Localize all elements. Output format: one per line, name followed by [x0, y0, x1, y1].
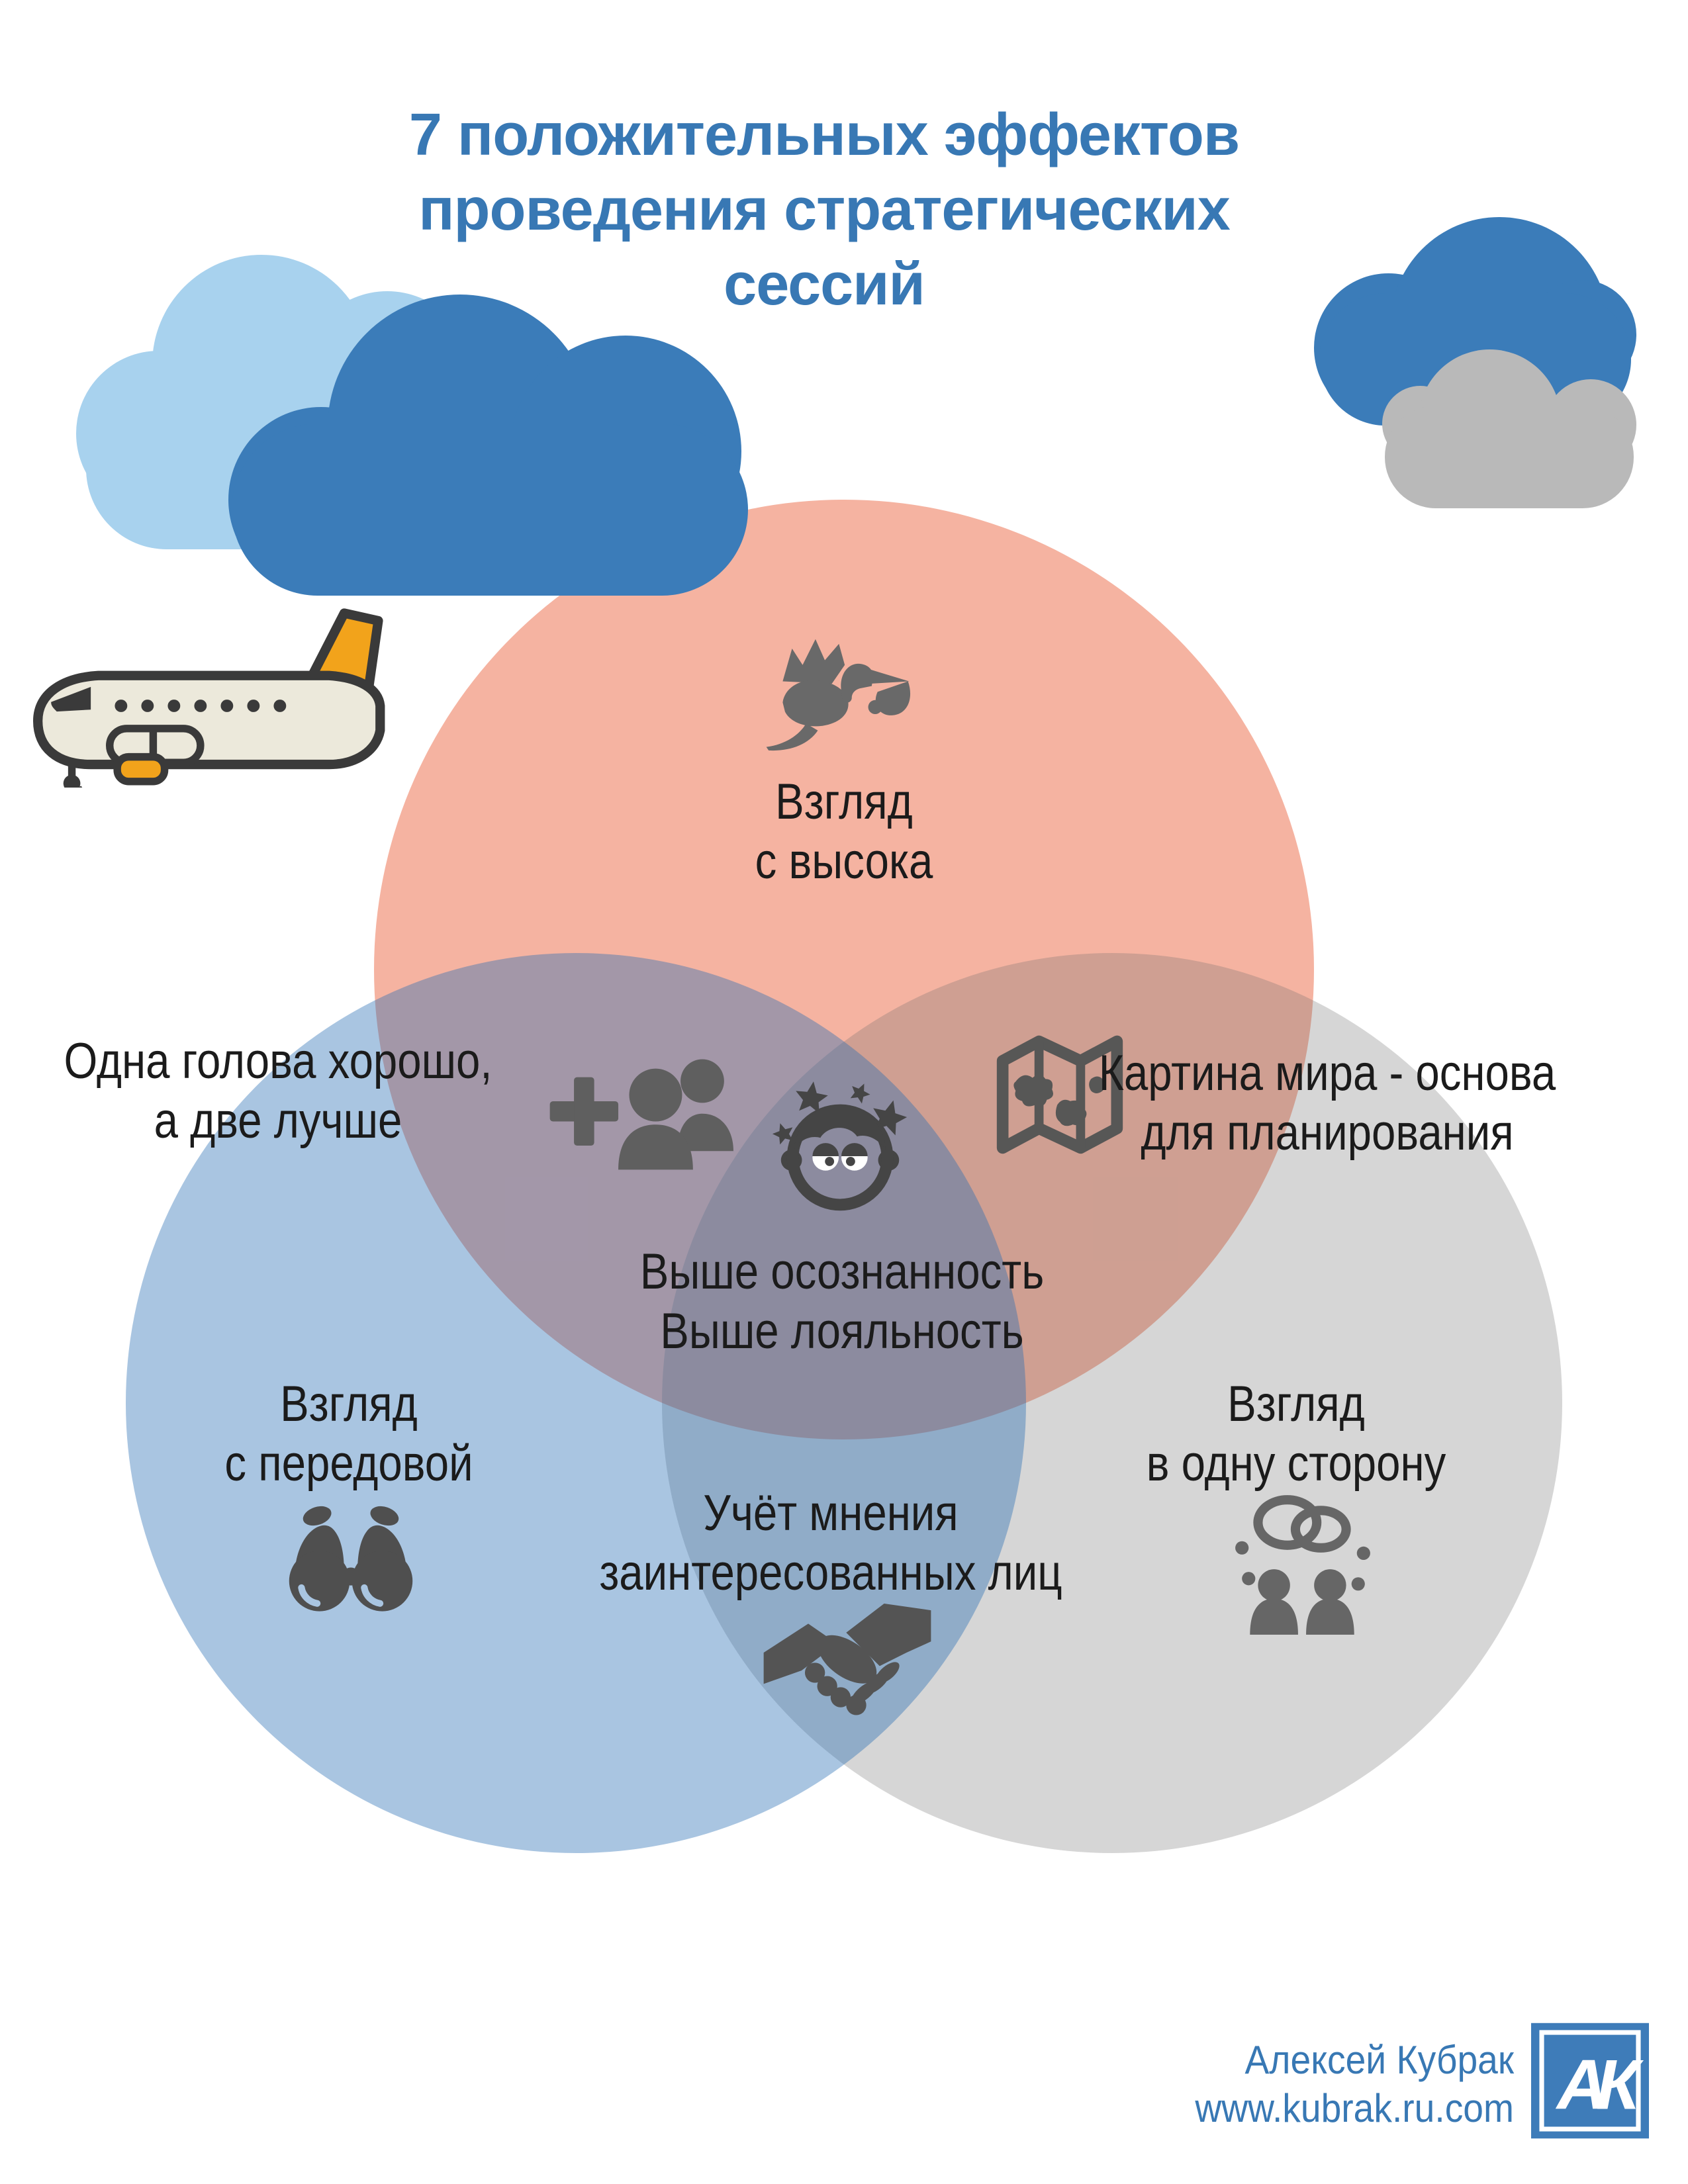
title-line: сессий [724, 251, 925, 318]
title-line: проведения стратегических [418, 177, 1231, 243]
binoculars-icon [289, 1506, 413, 1612]
plane-engine-orange [113, 752, 169, 786]
plane-cockpit [51, 686, 91, 712]
label-top-right-overlap: Картина мира - основа для планирования [1098, 1045, 1556, 1161]
title-line: 7 положительных эффектов [408, 102, 1240, 168]
venn-circle-top [374, 500, 1314, 1439]
cloud-base [232, 424, 748, 596]
credit-block: Алексей Кубрак www.kubrak.ru.com [852, 2036, 1514, 2132]
label-left-circle: Взгляд с передовой [224, 1376, 473, 1492]
label-bottom-overlap: Учёт мнения заинтересованных лиц [599, 1485, 1062, 1601]
label-top-left-overlap: Одна голова хорошо, а две лучше [64, 1033, 492, 1149]
people-agreement-icon [1235, 1495, 1370, 1635]
airplane-icon [32, 608, 385, 788]
cloud-base [1385, 406, 1634, 508]
dark-cloud-icon [228, 295, 751, 596]
ak-logo: АК [1531, 2023, 1649, 2139]
author-name: Алексей Кубрак [1244, 2038, 1514, 2082]
gray-cloud-icon [1382, 349, 1636, 508]
add-people-icon [549, 1059, 733, 1170]
label-center-overlap: Выше осознанность Выше лояльность [639, 1244, 1045, 1359]
dizzy-head-icon [772, 1081, 908, 1211]
label-right-circle: Взгляд в одну сторону [1146, 1376, 1446, 1492]
world-map-icon [996, 1035, 1123, 1154]
page-title: 7 положительных эффектов проведения стра… [162, 98, 1486, 322]
plane-windows [115, 700, 287, 712]
handshake-icon [763, 1604, 931, 1715]
label-top-circle: Взгляд с высока [755, 774, 933, 889]
website-url: www.kubrak.ru.com [1195, 2086, 1514, 2130]
stork-icon [766, 639, 911, 751]
plane-gear-wheel [63, 774, 81, 788]
